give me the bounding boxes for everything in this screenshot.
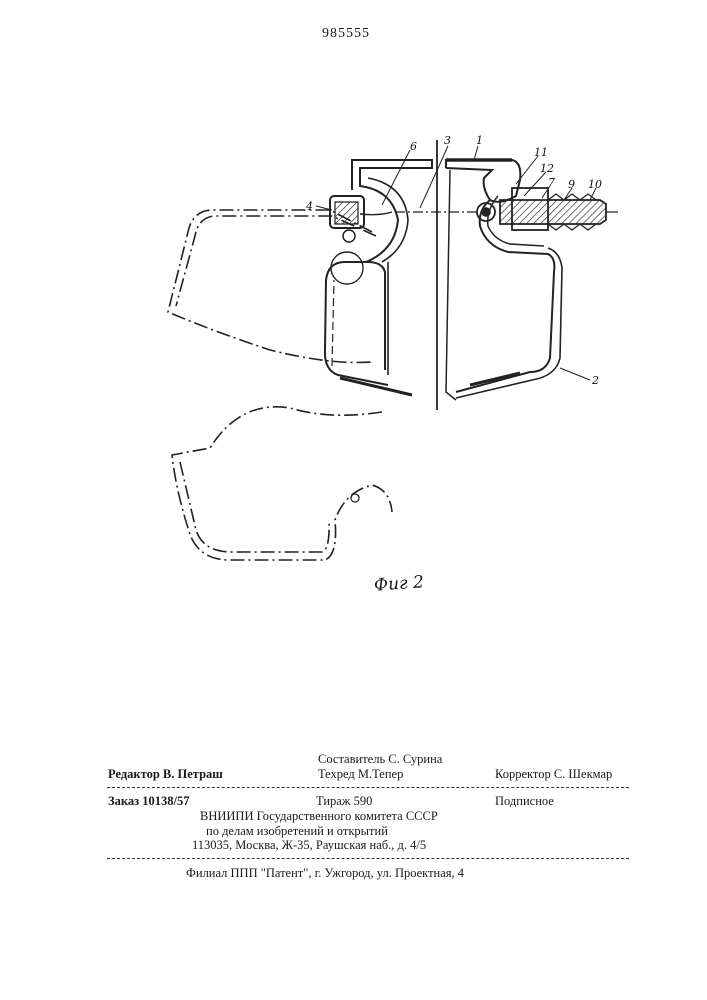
label-10: 10 [588, 178, 602, 191]
subscription-line: Подписное [495, 794, 554, 809]
bolt-10 [500, 200, 606, 224]
divider-bottom [107, 858, 629, 859]
left-lower-panel [172, 407, 392, 560]
institute-line-1: ВНИИПИ Государственного комитета СССР [200, 809, 438, 824]
label-1: 1 [476, 134, 483, 147]
right-profile-1 [446, 160, 520, 202]
branch-line: Филиал ППП "Патент", г. Ужгород, ул. Про… [186, 866, 464, 881]
label-2: 2 [591, 374, 599, 387]
circulation-line: Тираж 590 [316, 794, 372, 809]
institute-line-2: по делам изобретений и открытий [206, 824, 388, 839]
label-9: 9 [568, 178, 575, 191]
divider-top [107, 787, 629, 788]
left-upper-panel [168, 210, 372, 363]
editor-line: Редактор В. Петраш [108, 767, 223, 782]
label-6: 6 [410, 140, 417, 153]
institute-address: 113035, Москва, Ж-35, Раушская наб., д. … [192, 838, 426, 853]
tech-editor-line: Техред М.Тепер [318, 767, 403, 782]
label-12: 12 [540, 162, 554, 175]
label-3: 3 [444, 134, 451, 147]
label-7: 7 [548, 176, 555, 189]
label-4: 4 [305, 200, 313, 213]
proofreader-line: Корректор С. Шекмар [495, 767, 612, 782]
compiler-line: Составитель С. Сурина [318, 752, 442, 767]
order-line: Заказ 10138/57 [108, 794, 189, 809]
figure-caption: Фиг 2 [373, 572, 424, 595]
label-11: 11 [534, 146, 548, 159]
